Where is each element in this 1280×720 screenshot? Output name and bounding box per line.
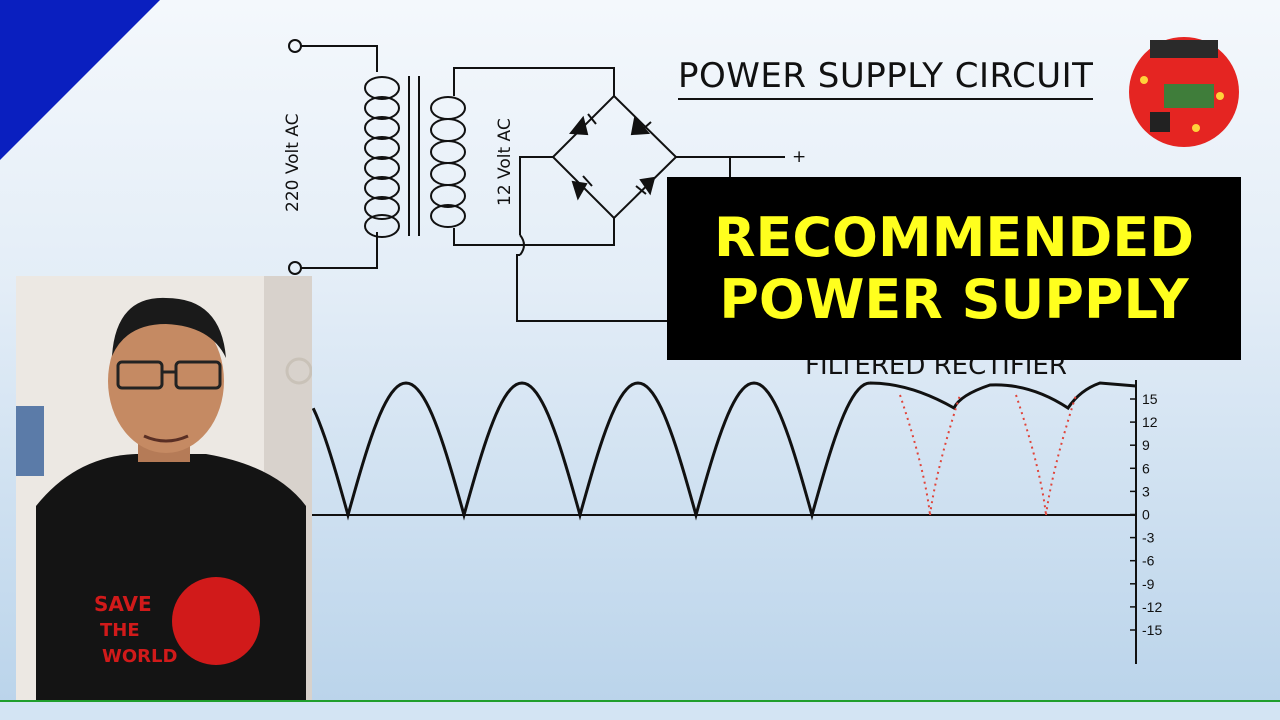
shirt-text-2: THE: [100, 620, 140, 641]
secondary-voltage-label: 12 Volt AC: [495, 118, 515, 206]
banner-line-2: POWER SUPPLY: [719, 267, 1189, 331]
y-tick-label: -15: [1142, 622, 1162, 638]
secondary-wire-bottom: [453, 218, 615, 246]
primary-terminal-bottom: [288, 261, 302, 275]
banner-line-1: RECOMMENDED: [713, 205, 1195, 269]
bottom-strip: [0, 702, 1280, 720]
primary-voltage-label: 220 Volt AC: [283, 113, 303, 212]
diode-icon: [569, 113, 656, 201]
y-tick-label: 6: [1142, 460, 1150, 476]
primary-wire-bottom: [301, 232, 378, 269]
pcb-logo-icon: [1129, 37, 1239, 147]
partial-caption: FILTERED RECTIFIER: [805, 351, 1067, 381]
y-axis-ticks: 15 12 9 6 3 0 -3 -6 -9 -12 -15: [1130, 391, 1162, 638]
webcam-overlay: SAVE THE WORLD: [16, 276, 312, 700]
presenter-image: SAVE THE WORLD: [16, 276, 312, 700]
y-tick-label: 15: [1142, 391, 1158, 407]
bottom-divider: [0, 700, 1280, 702]
unfiltered-dotted-waveform: [899, 394, 1077, 516]
return-wire: [516, 254, 668, 322]
y-tick-label: 9: [1142, 437, 1150, 453]
rectified-waveform: [311, 381, 1137, 521]
bridge-rectifier: [551, 94, 678, 220]
primary-terminal-top: [288, 39, 302, 53]
corner-accent: [0, 0, 160, 160]
y-tick-label: -6: [1142, 553, 1155, 569]
primary-wire-top: [301, 45, 378, 72]
y-tick-label: 12: [1142, 414, 1158, 430]
y-tick-label: -12: [1142, 599, 1162, 615]
shirt-text-1: SAVE: [94, 592, 152, 616]
recommended-banner: RECOMMENDED POWER SUPPLY: [667, 177, 1241, 360]
caption-clip-wrapper: FILTERED RECTIFIER: [805, 351, 1067, 381]
positive-label: +: [792, 147, 806, 167]
y-tick-label: -3: [1142, 530, 1155, 546]
shirt-text-3: WORLD: [102, 646, 177, 667]
y-tick-label: 0: [1142, 507, 1150, 523]
page-title: POWER SUPPLY CIRCUIT: [678, 56, 1094, 100]
secondary-wire-top: [453, 67, 615, 96]
primary-coil: [364, 76, 400, 238]
y-tick-label: 3: [1142, 483, 1150, 499]
secondary-coil: [430, 96, 466, 228]
wire-crossover: [519, 234, 525, 256]
y-tick-label: -9: [1142, 576, 1155, 592]
dc-negative-wire: [519, 156, 553, 235]
